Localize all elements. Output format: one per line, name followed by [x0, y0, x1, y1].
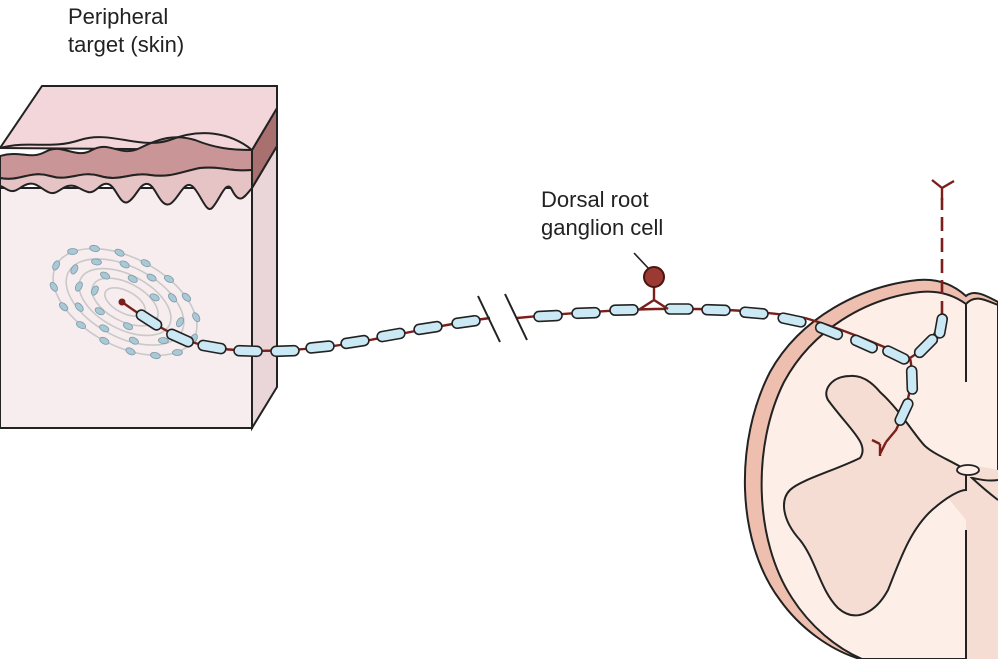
pacinian-corpuscle	[49, 244, 201, 360]
central-myelin-segments	[814, 313, 949, 426]
skin-top-edge	[0, 132, 253, 151]
spinal-cord-grey-horn	[783, 374, 967, 617]
peripheral-target-label-line1: Peripheral	[68, 4, 169, 29]
central-canal	[956, 464, 980, 476]
axon-terminal-ending	[118, 298, 126, 306]
dorsal-root-ganglion-cell	[633, 252, 669, 311]
dorsal-root-ganglion-label-line1: Dorsal root	[541, 187, 649, 212]
spinal-cord-grey-right	[969, 476, 998, 501]
skin-block	[0, 85, 278, 432]
axon-break-symbol	[477, 293, 528, 343]
ganglion-cell-body	[643, 266, 665, 288]
skin-front-face	[0, 187, 253, 429]
dorsal-root-ganglion-label-line2: ganglion cell	[541, 215, 664, 240]
spinal-cord	[743, 278, 998, 659]
dorsal-root-ganglion-label: Dorsal root ganglion cell	[541, 186, 663, 242]
peripheral-target-label-line2: target (skin)	[68, 32, 185, 57]
skin-dermis-papillae	[0, 166, 253, 211]
skin-side-face	[251, 142, 278, 432]
myelin-sheath-segments	[135, 303, 807, 358]
peripheral-target-label: Peripheral target (skin)	[68, 3, 184, 59]
ascending-branch-terminal	[931, 179, 955, 200]
dorsal-horn-terminal	[871, 438, 888, 456]
